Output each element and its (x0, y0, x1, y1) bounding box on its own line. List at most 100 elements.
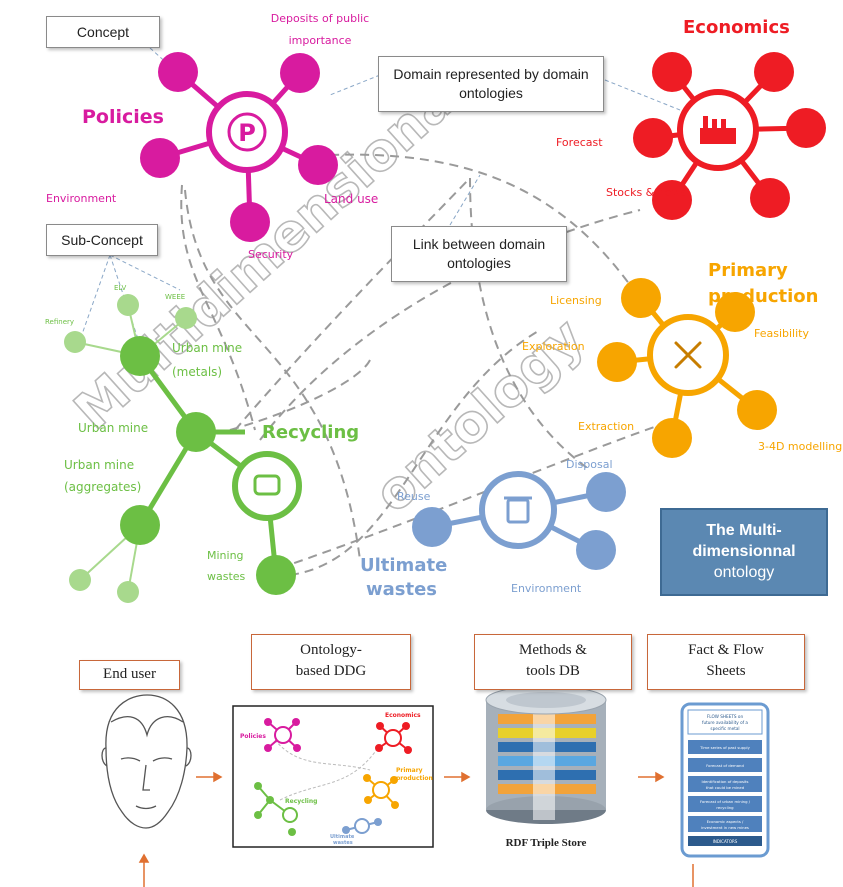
policies-title: Policies (82, 106, 164, 128)
ddg-line1: Ontology- (300, 642, 362, 658)
thumb-wastes-1: Ultimate (330, 834, 355, 840)
factory-icon (700, 116, 736, 144)
policies-node-land-use (298, 145, 338, 185)
economics-node-3 (786, 108, 826, 148)
user-head-icon (101, 694, 192, 829)
ontology-ddg-label: Ontology- based DDG (251, 634, 411, 690)
wastes-hub (479, 471, 557, 549)
primary-label-feasibility: Feasibility (754, 327, 809, 340)
callout-pointers (79, 47, 681, 346)
link-callout: Link between domain ontologies (391, 226, 567, 282)
wastes-domain: Ultimate wastes Reuse Disposal Environme… (360, 458, 626, 600)
recycling-label-refinery: Refinery (45, 318, 74, 326)
thumb-primary-1: Primary (396, 767, 423, 774)
fact-line1: Fact & Flow (688, 642, 764, 658)
thumb-economics: Economics (385, 712, 421, 719)
methods-line2: tools DB (526, 663, 580, 679)
recycling-hub (232, 451, 302, 521)
recycling-node-leaf-1 (69, 569, 91, 591)
recycling-label-urban-metals: Urban mine(metals) (172, 341, 242, 379)
recycling-node-leaf-2 (117, 581, 139, 603)
economics-node-1 (652, 52, 692, 92)
recycling-node-weee (175, 307, 197, 329)
thumb-wastes-2: wastes (333, 840, 353, 846)
concept-callout: Concept (46, 16, 160, 48)
primary-node-exploration (597, 342, 637, 382)
wastes-node-environment (576, 530, 616, 570)
primary-label-modelling: 3-4D modelling (758, 440, 842, 453)
wastes-node-reuse (412, 507, 452, 547)
policies-domain: P Policies Environment Land use Security (46, 52, 378, 261)
wastes-title-1: Ultimate (360, 555, 447, 576)
thumb-primary-2: production (396, 775, 433, 782)
policies-node-concept (158, 52, 198, 92)
policies-label-land-use: Land use (324, 192, 378, 206)
wastes-label-disposal: Disposal (566, 458, 613, 471)
fact-row-5: Economic aspects /investment in new mine… (701, 819, 749, 830)
economics-title: Economics (683, 17, 790, 38)
recycling-node-main (176, 412, 216, 452)
wastes-label-reuse: Reuse (397, 490, 431, 503)
policies-node-deposits (280, 53, 320, 93)
primary-title-2: production (708, 286, 818, 307)
recycle-icon (253, 474, 281, 496)
fact-sheet-footer: INDICATORS (713, 839, 738, 844)
primary-node-modelling (737, 390, 777, 430)
domain-callout-text: Domain represented by domain ontologies (393, 66, 589, 101)
thumb-recycling: Recycling (285, 798, 317, 805)
wastes-title-2: wastes (366, 579, 437, 600)
economics-node-forecast (633, 118, 673, 158)
primary-node-extraction (652, 418, 692, 458)
policies-hub (206, 91, 288, 173)
sub-concept-callout: Sub-Concept (46, 224, 158, 256)
multi-box-line3: ontology (713, 564, 775, 581)
link-callout-text: Link between domain ontologies (412, 236, 546, 271)
thumb-policies: Policies (240, 733, 266, 740)
wastes-node-disposal (586, 472, 626, 512)
recycling-node-refinery (64, 331, 86, 353)
primary-label-licensing: Licensing (550, 294, 602, 307)
economics-domain: Economics Forecast Stocks & flows (556, 17, 826, 220)
economics-node-stocks (652, 180, 692, 220)
ddg-thumbnail: Policies Economics Primary production Re… (232, 705, 434, 848)
primary-domain: Primary production Licensing Feasibility… (522, 260, 842, 458)
fact-flow-label: Fact & Flow Sheets (647, 634, 805, 690)
economics-label-forecast: Forecast (556, 136, 603, 149)
policies-node-security (230, 202, 270, 242)
recycling-node-elv (117, 294, 139, 316)
policies-node-environment (140, 138, 180, 178)
trash-icon (504, 496, 532, 524)
concept-callout-text: Concept (76, 24, 130, 40)
recycling-node-metals (120, 336, 160, 376)
recycling-label-urban-mine: Urban mine (78, 421, 148, 435)
multidimensional-ontology-box: The Multi- dimensionnal ontology (660, 508, 828, 596)
multi-box-line2: dimensionnal (692, 543, 796, 560)
pickaxes-icon (674, 341, 702, 369)
primary-title-1: Primary (708, 260, 788, 281)
economics-node-4 (750, 178, 790, 218)
end-user-text: End user (103, 666, 156, 682)
recycling-title: Recycling (262, 422, 359, 443)
recycling-label-weee: WEEE (165, 293, 185, 301)
sub-concept-callout-text: Sub-Concept (61, 232, 143, 248)
policies-label-environment: Environment (46, 192, 117, 205)
methods-tools-label: Methods & tools DB (474, 634, 632, 690)
primary-label-exploration: Exploration (522, 340, 585, 353)
methods-line1: Methods & (519, 642, 587, 658)
end-user-label: End user (79, 660, 180, 690)
fact-row-4: Forecast of urban mining /recycling (700, 799, 751, 810)
recycling-node-mining-wastes (256, 555, 296, 595)
recycling-label-urban-aggregates: Urban mine(aggregates) (64, 458, 141, 494)
primary-node-feasibility (715, 292, 755, 332)
economics-node-2 (754, 52, 794, 92)
workflow-arrows (138, 771, 694, 887)
recycling-label-elv: ELV (114, 284, 127, 292)
watermark: Multidimensional ontology (63, 58, 596, 525)
policies-label-security: Security (248, 248, 294, 261)
policies-symbol: P (238, 119, 256, 147)
